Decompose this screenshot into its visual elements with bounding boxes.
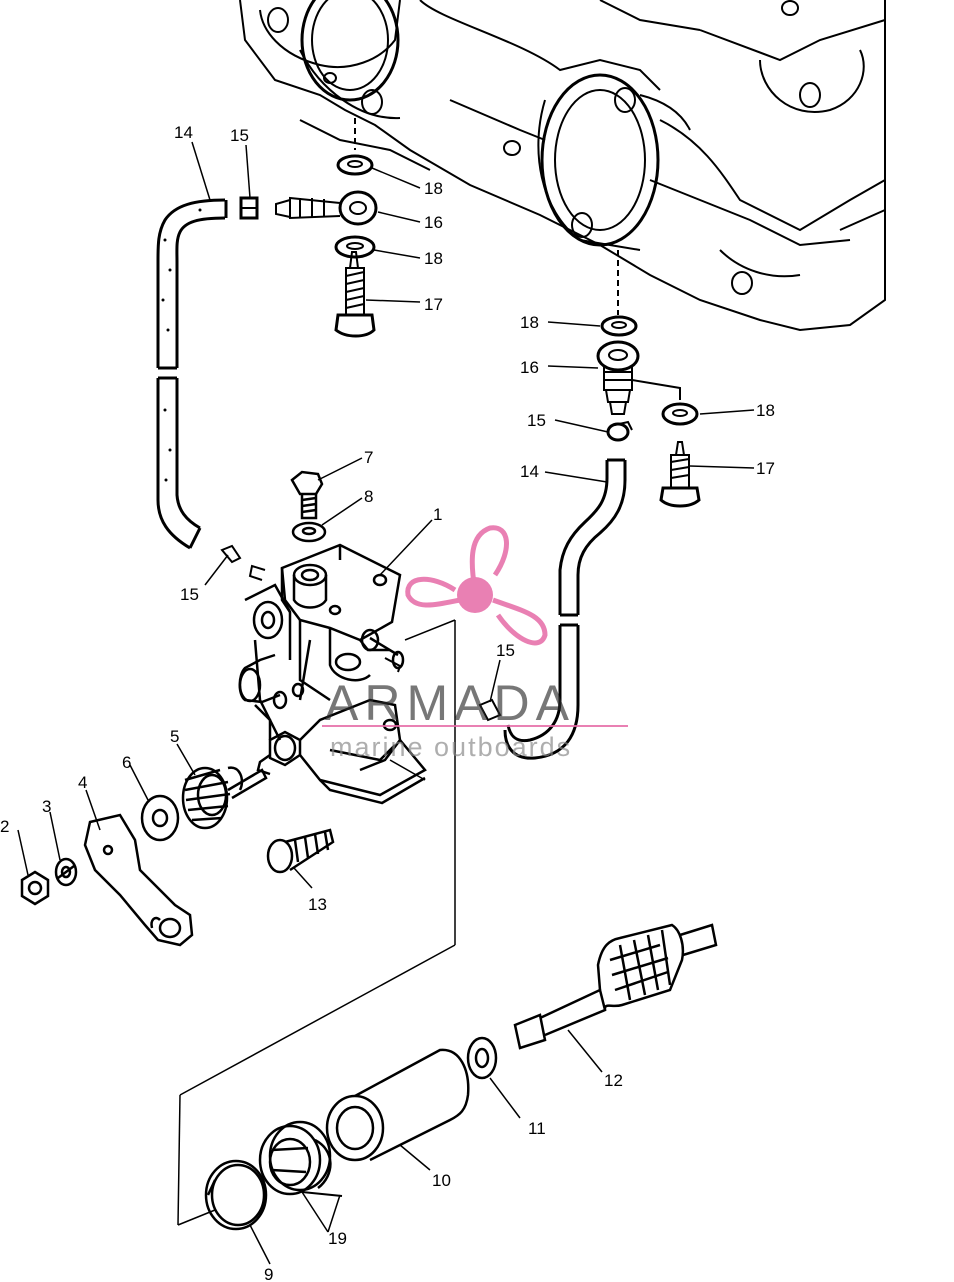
label-18-upper: 18	[424, 179, 443, 198]
label-15-lower: 15	[496, 641, 515, 660]
part-labels: 1 2 3 4 5 6 7 8 9 10 11 12 13 14 14 15 1…	[0, 123, 775, 1282]
label-15-left: 15	[180, 585, 199, 604]
propeller-logo	[405, 525, 548, 646]
label-13: 13	[308, 895, 327, 914]
label-2: 2	[0, 817, 9, 836]
label-17-right: 17	[756, 459, 775, 478]
left-fuel-hose	[156, 198, 228, 550]
leader-lines	[17, 141, 755, 1265]
left-fitting-stack	[239, 118, 378, 338]
label-18-right: 18	[756, 401, 775, 420]
pump-mounting-screw	[266, 828, 335, 874]
label-15-top-left: 15	[230, 126, 249, 145]
label-14-left: 14	[174, 123, 193, 142]
label-15-right: 15	[527, 411, 546, 430]
manifold-bolt-holes	[267, 0, 821, 295]
label-18-lower: 18	[424, 249, 443, 268]
right-fuel-hose	[503, 458, 627, 760]
label-9: 9	[264, 1265, 273, 1282]
label-6: 6	[122, 753, 131, 772]
label-3: 3	[42, 797, 51, 816]
label-8: 8	[364, 487, 373, 506]
watermark: ARMADA marine outboards	[322, 525, 628, 762]
pump-nipples	[220, 544, 502, 722]
driven-gear-assembly	[204, 923, 718, 1231]
label-1: 1	[433, 505, 442, 524]
watermark-tagline: marine outboards	[330, 732, 572, 762]
label-19: 19	[328, 1229, 347, 1248]
intake-manifold	[239, 0, 886, 332]
right-fitting-stack	[596, 250, 701, 508]
label-16-right: 16	[520, 358, 539, 377]
bleed-screw-and-washer	[290, 470, 327, 543]
label-12: 12	[604, 1071, 623, 1090]
assembly-reference-lines	[177, 619, 456, 1226]
label-10: 10	[432, 1171, 451, 1190]
label-7: 7	[364, 448, 373, 467]
label-5: 5	[170, 727, 179, 746]
oil-pump-body	[238, 543, 427, 805]
propeller-hub	[457, 577, 493, 613]
label-16-left: 16	[424, 213, 443, 232]
label-11: 11	[528, 1119, 546, 1138]
watermark-brand: ARMADA	[325, 675, 575, 731]
label-17-left: 17	[424, 295, 443, 314]
left-hose-texture	[161, 208, 202, 482]
label-18-right-upper: 18	[520, 313, 539, 332]
pump-lever-assembly	[20, 766, 268, 947]
label-14-right: 14	[520, 462, 539, 481]
label-4: 4	[78, 773, 87, 792]
